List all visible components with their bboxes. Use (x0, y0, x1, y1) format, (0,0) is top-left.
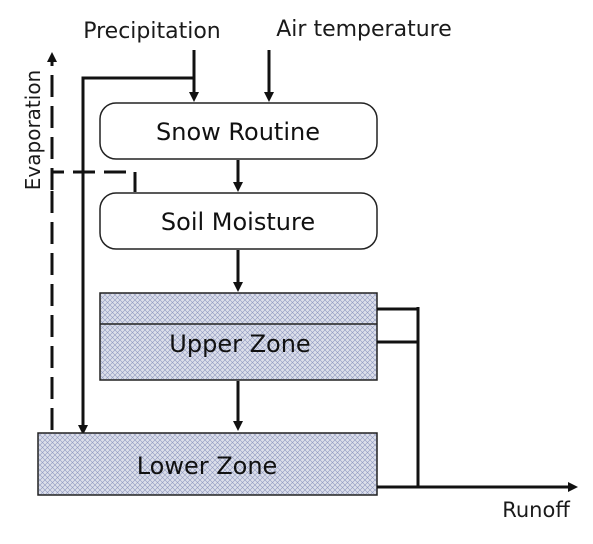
precipitation-label: Precipitation (83, 19, 221, 44)
snow-routine-label: Snow Routine (156, 118, 320, 146)
upper-zone-label: Upper Zone (169, 330, 310, 358)
runoff-label: Runoff (502, 498, 570, 522)
soil-moisture-label: Soil Moisture (161, 208, 315, 236)
evaporation-dashed-line (50, 170, 137, 430)
air-temperature-label: Air temperature (276, 17, 451, 42)
lower-zone-label: Lower Zone (137, 452, 278, 480)
lower-zone-box: Lower Zone (37, 432, 378, 496)
precipitation-bypass-line (78, 76, 194, 435)
soil-moisture-box: Soil Moisture (99, 192, 378, 250)
evaporation-label: Evaporation (21, 70, 45, 190)
upper-zone-box: Upper Zone (99, 292, 378, 381)
snow-routine-box: Snow Routine (99, 102, 378, 160)
